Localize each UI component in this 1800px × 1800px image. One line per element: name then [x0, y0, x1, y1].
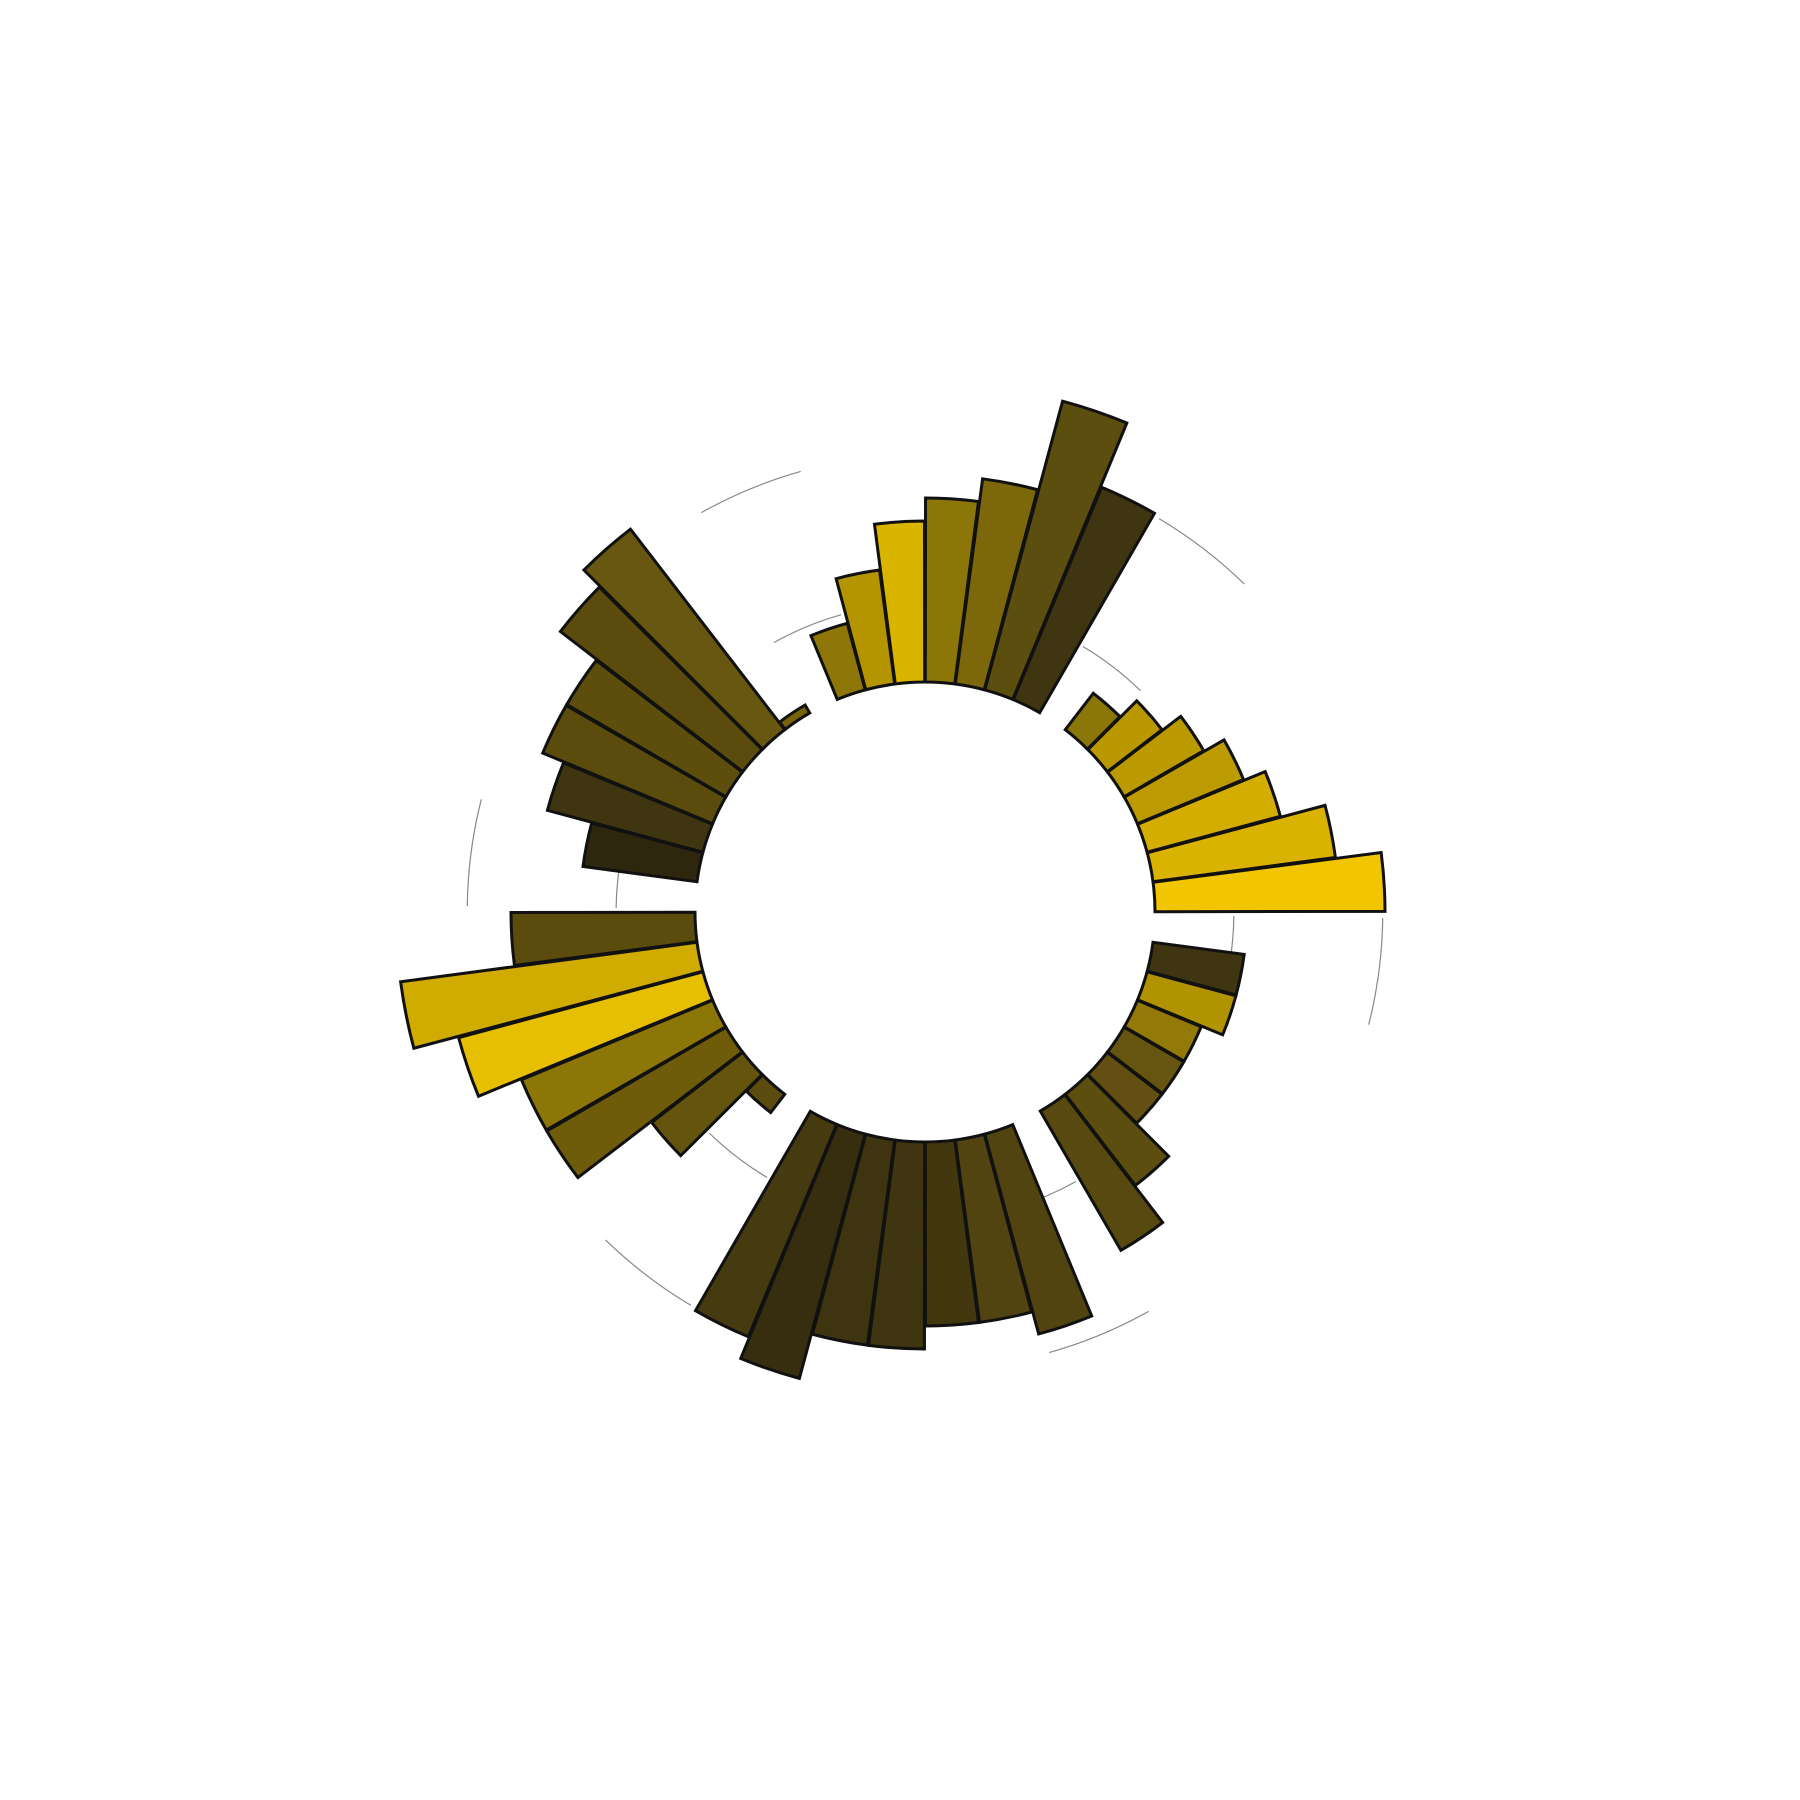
bar — [808, 621, 868, 702]
grid-arc — [466, 799, 482, 907]
grid-arc — [701, 470, 801, 514]
bar-layer — [398, 399, 1387, 1381]
bar — [982, 399, 1129, 702]
bar — [1085, 698, 1165, 774]
bar — [1151, 850, 1387, 914]
bar — [581, 527, 787, 752]
bar — [872, 519, 927, 686]
grid-arc — [1049, 1310, 1149, 1354]
bar — [1145, 940, 1246, 997]
bar — [1135, 769, 1283, 855]
bar — [777, 702, 812, 732]
grid-arc — [773, 614, 842, 644]
bar — [1122, 737, 1246, 826]
grid-arc — [605, 1239, 692, 1306]
grid-arc — [709, 1132, 768, 1178]
grid-arc — [1158, 518, 1245, 585]
bar — [398, 940, 705, 1051]
bar — [540, 703, 728, 826]
bar — [558, 585, 765, 774]
bar — [456, 969, 715, 1099]
bar — [1063, 1072, 1171, 1188]
grid-arc — [1082, 646, 1141, 692]
bar — [923, 496, 981, 686]
bar — [1063, 691, 1123, 752]
bar — [581, 821, 705, 884]
bar — [544, 1025, 745, 1180]
bar — [738, 1122, 868, 1381]
grid-arc — [1368, 917, 1384, 1025]
bar — [834, 568, 897, 692]
bar — [982, 1122, 1094, 1336]
bar — [744, 1072, 787, 1115]
bar — [1038, 1092, 1165, 1253]
bar — [1105, 714, 1206, 799]
bar — [1145, 803, 1338, 884]
bar — [649, 1050, 765, 1158]
bar — [866, 1138, 927, 1351]
bar — [545, 760, 715, 855]
